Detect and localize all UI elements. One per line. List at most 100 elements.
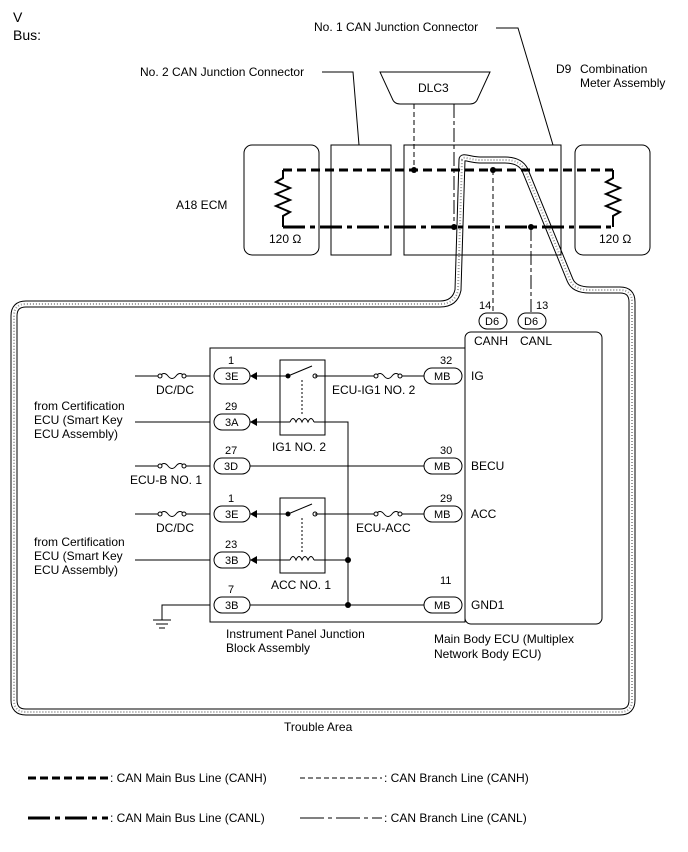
right-pin-1-signal: IG xyxy=(471,369,484,383)
right-pin-1-number: 32 xyxy=(440,355,452,367)
ground-icon xyxy=(153,619,171,629)
main-body-ecu-box xyxy=(464,331,603,625)
fuse-ecu-acc xyxy=(370,511,410,517)
combination-meter-label-2: Meter Assembly xyxy=(580,76,665,90)
junction-dot-acc-coil xyxy=(345,557,351,563)
dlc3-canh-junction-dot xyxy=(411,167,417,173)
relay-ig1-coil xyxy=(289,418,315,424)
canl-connector xyxy=(517,312,547,330)
fuse-ecu-acc-label: ECU-ACC xyxy=(356,521,411,535)
cert-source-1-line1: from Certification xyxy=(34,399,125,413)
right-pin-4-signal: GND1 xyxy=(471,598,505,612)
relay-ig1-box xyxy=(279,359,326,436)
left-pin-1-number: 1 xyxy=(228,355,234,367)
pin-arrows xyxy=(250,372,257,564)
left-pin-3-number: 27 xyxy=(225,445,237,457)
right-pin-4-code: MB xyxy=(434,600,451,612)
fuse-dcdc-2-label: DC/DC xyxy=(156,521,194,535)
left-pin-4: 1 3E xyxy=(213,493,251,523)
relay-acc-label: ACC NO. 1 xyxy=(271,578,331,592)
left-pin-2: 29 3A xyxy=(213,401,251,431)
cert-source-2-line3: ECU Assembly) xyxy=(34,563,118,577)
ecu-canl-junction-dot xyxy=(528,224,534,230)
left-pin-3-code: 3D xyxy=(224,461,238,473)
junction-block-name-2: Block Assembly xyxy=(226,641,310,655)
junction-block-box xyxy=(209,347,466,623)
fuse-ecu-ig1-no2 xyxy=(370,373,410,379)
relay-acc-switch xyxy=(285,503,318,517)
canh-signal-label: CANH xyxy=(474,334,508,348)
fuse-ecu-b-no1 xyxy=(157,463,187,469)
relay-acc-box xyxy=(279,497,326,574)
d9-code-label: D9 xyxy=(556,62,572,76)
fuse-ecu-ig1-no2-label: ECU-IG1 NO. 2 xyxy=(332,383,416,397)
right-pin-2-number: 30 xyxy=(440,445,452,457)
right-pin-1-code: MB xyxy=(434,371,451,383)
dlc3-canl-junction-dot xyxy=(451,224,457,230)
legend-branch-canl-label: : CAN Branch Line (CANL) xyxy=(384,811,527,825)
left-pin-6-number: 7 xyxy=(228,584,234,596)
canh-pin-number: 14 xyxy=(479,300,491,312)
ecm-box xyxy=(243,144,320,256)
left-pin-4-number: 1 xyxy=(228,493,234,505)
canl-connector-code: D6 xyxy=(524,316,538,328)
left-pin-2-number: 29 xyxy=(225,401,237,413)
left-pin-5-number: 23 xyxy=(225,539,237,551)
resistor-left-label: 120 Ω xyxy=(269,232,301,246)
junction-block-name-1: Instrument Panel Junction xyxy=(226,627,365,641)
junction-dot-ground xyxy=(345,602,351,608)
relay-ig1-label: IG1 NO. 2 xyxy=(272,440,326,454)
legend-branch-canh-label: : CAN Branch Line (CANH) xyxy=(384,771,529,785)
ecu-canh-junction-dot xyxy=(490,167,496,173)
relay-acc-coil xyxy=(289,556,315,562)
right-pin-4: 11 MB GND1 xyxy=(423,575,505,614)
main-body-ecu-name-1: Main Body ECU (Multiplex xyxy=(434,632,574,646)
left-pin-1: 1 3E xyxy=(213,355,251,385)
external-wiring xyxy=(135,375,210,620)
canl-signal-label: CANL xyxy=(520,334,552,348)
left-pin-6: 7 3B xyxy=(213,584,251,614)
fuse-ecu-b-no1-label: ECU-B NO. 1 xyxy=(130,473,202,487)
right-pin-3-signal: ACC xyxy=(471,507,497,521)
fuse-dcdc-1-label: DC/DC xyxy=(156,383,194,397)
legend: : CAN Main Bus Line (CANH) : CAN Branch … xyxy=(28,771,529,825)
right-pin-2-signal: BECU xyxy=(471,459,504,473)
main-body-ecu-name-2: Network Body ECU) xyxy=(434,647,541,661)
resistor-right xyxy=(603,170,623,227)
right-pin-3-number: 29 xyxy=(440,493,452,505)
trouble-area-outline xyxy=(10,154,636,716)
fuse-dcdc-1 xyxy=(157,373,187,379)
no1-can-jc-label: No. 1 CAN Junction Connector xyxy=(314,20,478,34)
combination-meter-box xyxy=(574,144,651,256)
legend-main-canl-label: : CAN Main Bus Line (CANL) xyxy=(110,811,265,825)
cert-source-2-line1: from Certification xyxy=(34,535,125,549)
right-pin-2: 30 MB BECU xyxy=(423,445,504,475)
ecm-label: A18 ECM xyxy=(176,198,227,212)
legend-main-canh-label: : CAN Main Bus Line (CANH) xyxy=(110,771,267,785)
dlc3-label: DLC3 xyxy=(418,81,449,95)
left-pin-3: 27 3D xyxy=(213,445,251,475)
canh-connector-code: D6 xyxy=(485,316,499,328)
cert-source-1-line2: ECU (Smart Key xyxy=(34,413,123,427)
cert-source-2-line2: ECU (Smart Key xyxy=(34,549,123,563)
header-line-2: Bus: xyxy=(13,27,41,43)
left-pin-5: 23 3B xyxy=(213,539,251,569)
canl-pin-number: 13 xyxy=(536,300,548,312)
trouble-area-label: Trouble Area xyxy=(284,720,353,734)
header-line-1: V xyxy=(13,9,23,25)
no2-junction-connector-box xyxy=(330,144,392,256)
left-pin-5-code: 3B xyxy=(225,555,238,567)
cert-source-1-line3: ECU Assembly) xyxy=(34,427,118,441)
no2-can-jc-label: No. 2 CAN Junction Connector xyxy=(140,65,304,79)
resistor-right-label: 120 Ω xyxy=(599,232,631,246)
dlc3-connector xyxy=(379,71,491,105)
right-pin-1: 32 MB IG xyxy=(423,355,484,385)
no1-junction-connector-box xyxy=(403,144,562,256)
combination-meter-label-1: Combination xyxy=(580,62,647,76)
right-pin-4-number: 11 xyxy=(440,575,451,587)
right-pin-3-code: MB xyxy=(434,509,451,521)
left-pin-1-code: 3E xyxy=(225,371,238,383)
left-pin-6-code: 3B xyxy=(225,600,238,612)
no2-can-jc-leader xyxy=(322,71,360,146)
